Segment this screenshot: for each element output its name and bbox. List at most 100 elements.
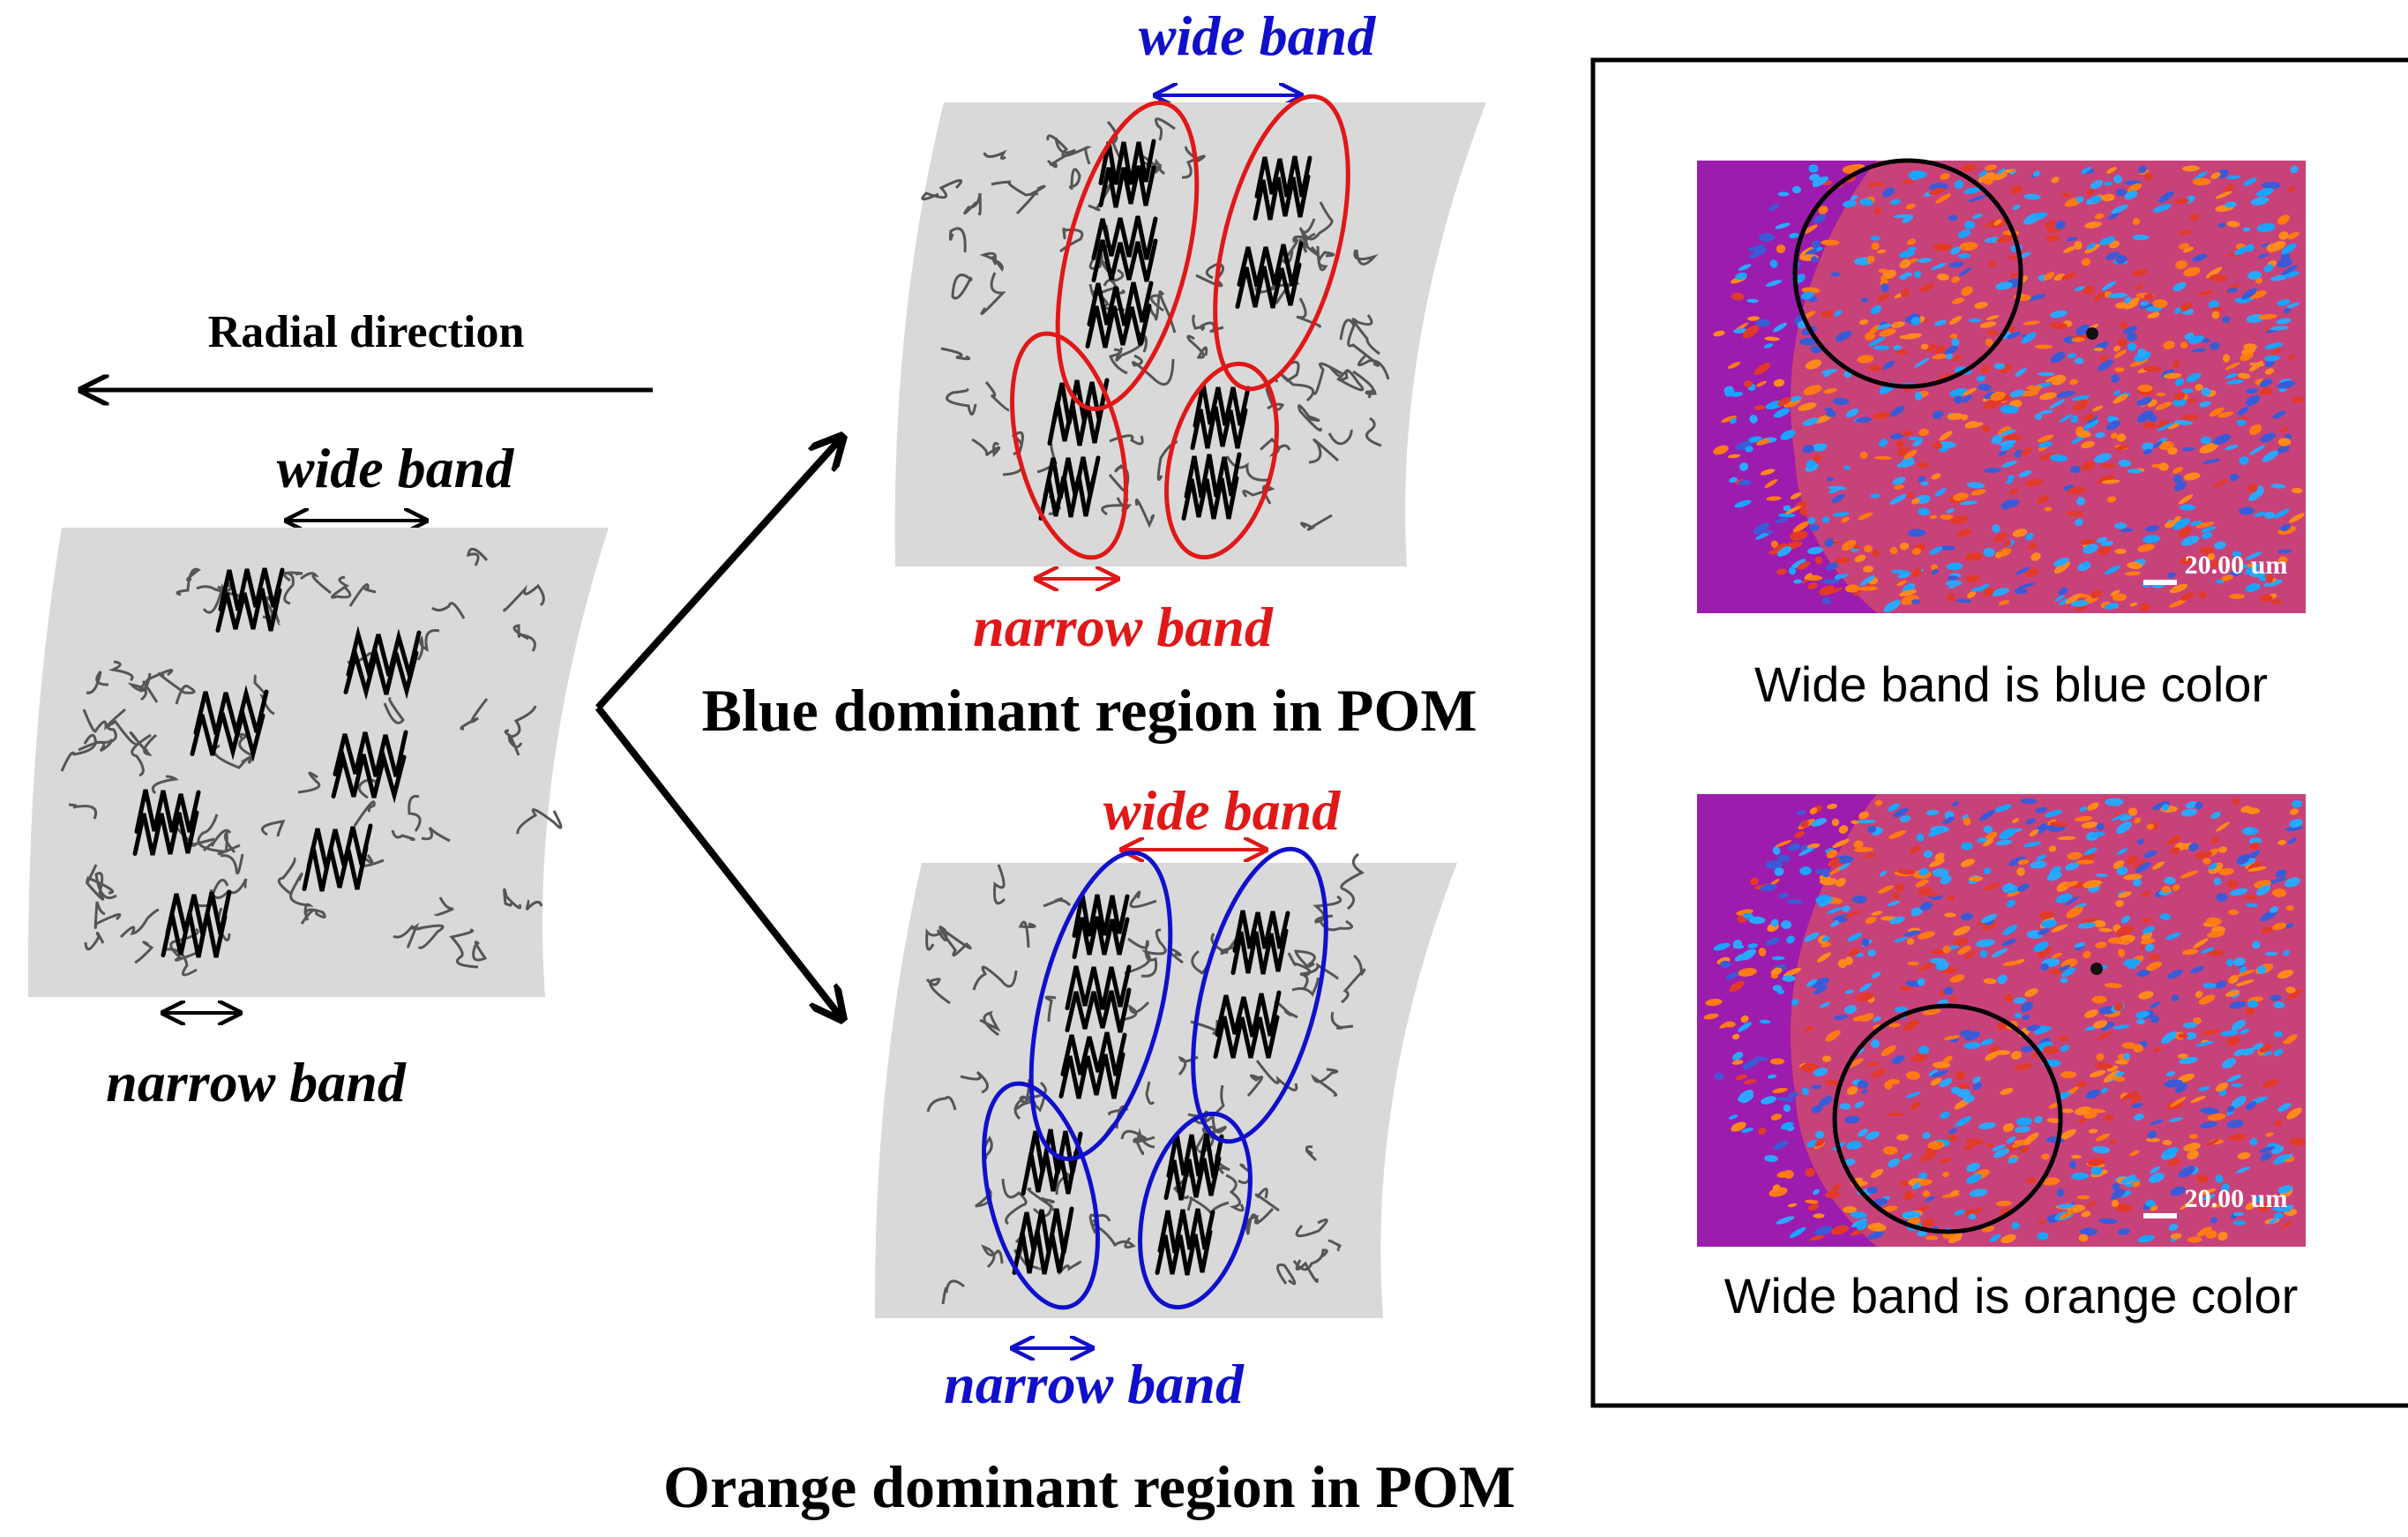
birefringence-flake — [1797, 561, 1811, 570]
birefringence-flake — [1843, 1158, 1856, 1166]
birefringence-flake — [2059, 964, 2071, 971]
birefringence-flake — [1802, 224, 1818, 235]
birefringence-flake — [1811, 1105, 1823, 1113]
orange-panel-title: Orange dominant region in POM — [663, 1453, 1515, 1520]
birefringence-flake — [1714, 1073, 1724, 1080]
birefringence-flake — [2117, 948, 2126, 957]
birefringence-flake — [1963, 187, 1981, 194]
birefringence-flake — [1911, 316, 1921, 326]
amorphous-chain — [1068, 168, 1081, 191]
birefringence-flake — [2041, 1177, 2060, 1186]
birefringence-flake — [1961, 842, 1973, 851]
amorphous-chain — [1242, 484, 1275, 505]
amorphous-chain — [1167, 948, 1184, 964]
amorphous-chain — [1339, 319, 1380, 367]
birefringence-flake — [1912, 439, 1923, 446]
birefringence-flake — [1738, 968, 1757, 977]
birefringence-flake — [2283, 307, 2292, 314]
amorphous-chain — [971, 438, 1001, 458]
birefringence-flake — [2205, 266, 2223, 279]
birefringence-flake — [2201, 387, 2211, 396]
birefringence-flake — [2087, 802, 2099, 811]
birefringence-flake — [2226, 1036, 2240, 1046]
birefringence-flake — [1730, 417, 1737, 424]
birefringence-flake — [2167, 969, 2183, 979]
birefringence-flake — [2199, 546, 2215, 555]
birefringence-flake — [2222, 316, 2231, 323]
amorphous-chain — [1292, 1248, 1328, 1271]
birefringence-flake — [2065, 594, 2081, 604]
birefringence-flake — [2078, 1117, 2087, 1124]
birefringence-flake — [1972, 1076, 1981, 1083]
birefringence-flake — [1969, 318, 1981, 323]
birefringence-flake — [2015, 566, 2030, 575]
crystalline-bundle — [1043, 455, 1101, 499]
birefringence-flake — [2181, 388, 2194, 394]
birefringence-flake — [2173, 198, 2189, 205]
pom-micrograph-bottom: 20.00 um — [1697, 794, 2307, 1247]
birefringence-flake — [2277, 556, 2288, 565]
birefringence-flake — [2081, 258, 2091, 266]
birefringence-flake — [1788, 843, 1800, 851]
birefringence-flake — [2226, 880, 2239, 888]
birefringence-flake — [2141, 890, 2151, 897]
birefringence-flake — [2225, 362, 2240, 371]
amorphous-chain — [1225, 1173, 1245, 1212]
birefringence-flake — [2142, 926, 2156, 934]
birefringence-flake — [2125, 571, 2141, 576]
birefringence-flake — [1914, 357, 1930, 368]
birefringence-flake — [1828, 857, 1840, 867]
birefringence-flake — [1783, 1104, 1791, 1113]
birefringence-flake — [1978, 172, 1995, 183]
birefringence-flake — [1963, 221, 1976, 229]
birefringence-flake — [2075, 518, 2083, 527]
amorphous-chain — [85, 872, 117, 901]
birefringence-flake — [1703, 1013, 1719, 1020]
birefringence-flake — [2285, 922, 2294, 929]
birefringence-flake — [1725, 971, 1739, 980]
birefringence-flake — [2233, 1048, 2246, 1057]
amorphous-chain — [283, 571, 303, 582]
amorphous-chain — [525, 899, 543, 911]
birefringence-flake — [2205, 1230, 2217, 1239]
birefringence-flake — [2023, 841, 2042, 848]
birefringence-flake — [2149, 1119, 2165, 1126]
birefringence-flake — [2264, 368, 2275, 375]
birefringence-flake — [1891, 321, 1905, 328]
birefringence-flake — [2271, 922, 2287, 931]
birefringence-flake — [2249, 842, 2260, 851]
birefringence-flake — [2169, 583, 2188, 594]
birefringence-flake — [2038, 371, 2055, 377]
amorphous-chain — [331, 575, 352, 599]
spherulite-region — [1791, 794, 2306, 1247]
birefringence-flake — [1825, 587, 1843, 596]
birefringence-flake — [1826, 476, 1835, 482]
birefringence-flake — [2149, 414, 2157, 423]
birefringence-flake — [2098, 1218, 2118, 1225]
birefringence-flake — [2127, 469, 2143, 474]
birefringence-flake — [2226, 1120, 2244, 1128]
birefringence-flake — [2095, 1133, 2111, 1142]
birefringence-flake — [2245, 807, 2261, 814]
amorphous-chain — [1132, 354, 1175, 386]
amorphous-chain — [1305, 1145, 1318, 1162]
amorphous-chain — [1195, 262, 1224, 288]
birefringence-flake — [2229, 473, 2240, 482]
birefringence-flake — [2088, 1158, 2105, 1166]
birefringence-flake — [2024, 988, 2038, 997]
birefringence-flake — [2112, 1188, 2126, 1197]
birefringence-flake — [2249, 445, 2265, 455]
birefringence-flake — [1946, 508, 1955, 514]
amorphous-chain — [1285, 360, 1300, 383]
birefringence-flake — [1983, 867, 1992, 874]
birefringence-flake — [1765, 529, 1774, 535]
birefringence-flake — [2188, 843, 2199, 851]
birefringence-flake — [2159, 913, 2172, 920]
birefringence-flake — [2187, 1150, 2199, 1160]
birefringence-flake — [2270, 484, 2286, 489]
birefringence-flake — [1955, 1116, 1972, 1127]
birefringence-flake — [2221, 1183, 2230, 1192]
birefringence-flake — [2124, 190, 2138, 200]
birefringence-flake — [1948, 214, 1958, 221]
birefringence-flake — [1746, 298, 1759, 304]
